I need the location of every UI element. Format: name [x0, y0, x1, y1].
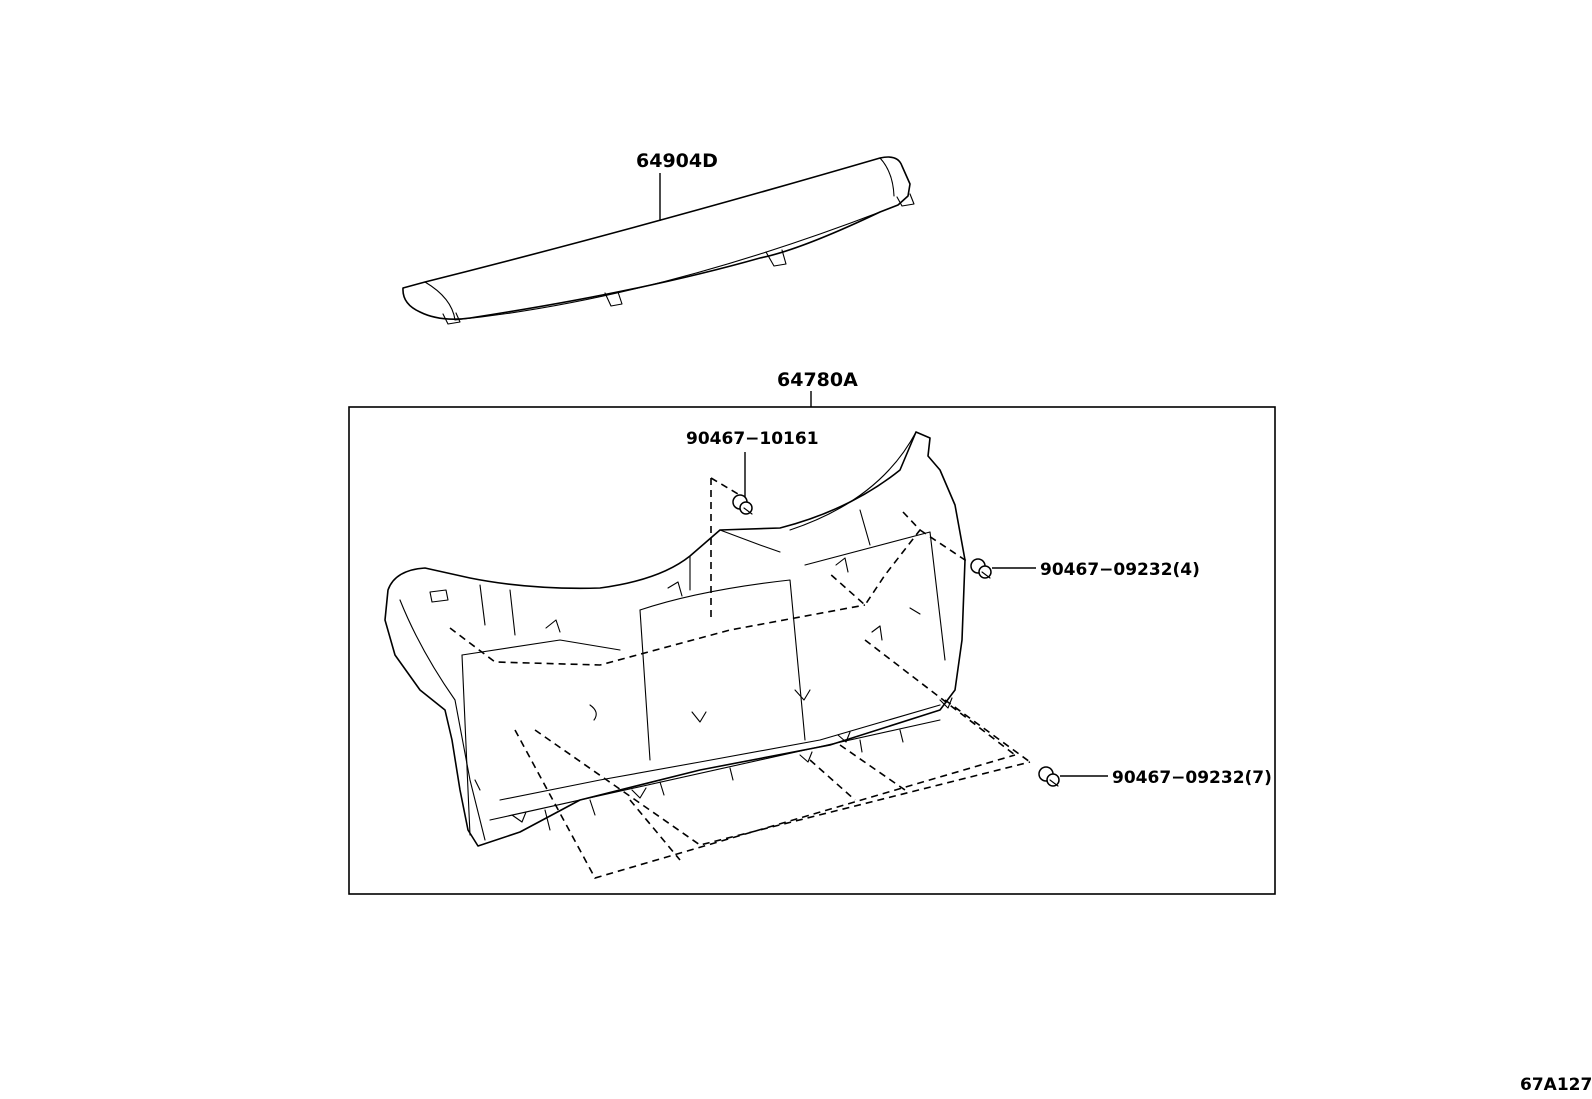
clip-90467-09232-4[interactable]: [970, 558, 992, 579]
clip-90467-09232-7[interactable]: [1038, 766, 1060, 787]
clip-90467-10161[interactable]: [732, 494, 753, 515]
tonneau-cover-64904D[interactable]: [402, 156, 915, 325]
diagram-code: 67A127: [1520, 1075, 1592, 1095]
label-64780A: 64780A: [777, 369, 858, 391]
label-90467-09232-7: 90467−09232(7): [1112, 768, 1272, 788]
label-90467-09232-4: 90467−09232(4): [1040, 560, 1200, 580]
label-90467-10161: 90467−10161: [686, 429, 819, 449]
assembly-frame: [348, 406, 1276, 895]
label-64904D: 64904D: [636, 150, 718, 172]
back-door-trim-board-64780A[interactable]: [384, 431, 966, 847]
assembly-dashed-lines: [449, 477, 1031, 879]
